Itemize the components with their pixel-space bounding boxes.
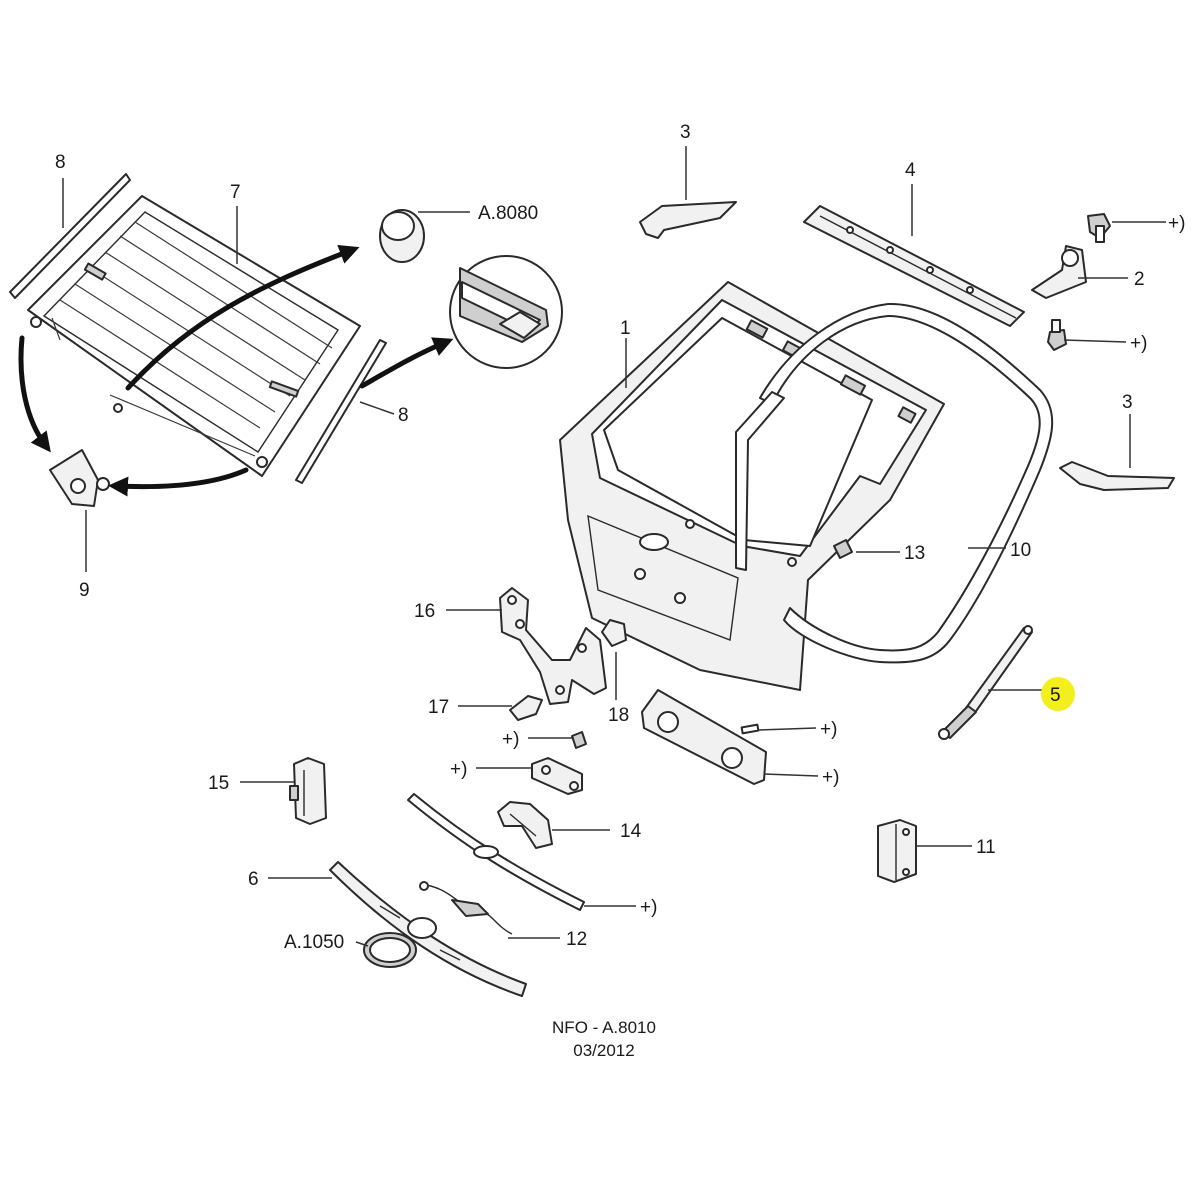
plus-note-5: +) — [820, 719, 837, 740]
leader-lines — [62, 146, 1166, 947]
callout-1: 1 — [620, 318, 631, 339]
side-trim-right[interactable] — [1059, 461, 1175, 491]
callout-4: 4 — [905, 160, 916, 181]
rubber-bumper-18[interactable] — [601, 619, 627, 647]
brand-badge[interactable] — [363, 932, 417, 968]
arrow-strip-to-detail — [359, 337, 454, 389]
callout-10: 10 — [1010, 540, 1031, 561]
callout-8-lower: 8 — [398, 405, 409, 426]
callout-13: 13 — [904, 543, 925, 564]
tailgate-weatherstrip[interactable] — [759, 302, 1054, 664]
rubber-bumper-17[interactable] — [509, 695, 543, 721]
arrow-glass-to-bracket — [18, 335, 51, 453]
ref-a1050: A.1050 — [284, 932, 344, 953]
callout-9: 9 — [79, 580, 90, 601]
upper-trim-panel[interactable] — [803, 205, 1025, 327]
callout-3-right: 3 — [1122, 392, 1133, 413]
latch-bracket[interactable] — [497, 801, 553, 849]
tailgate-handle[interactable] — [289, 757, 327, 825]
tailgate-hinge[interactable] — [1031, 245, 1087, 299]
grommet[interactable] — [379, 209, 425, 263]
striker-bracket[interactable] — [877, 819, 917, 883]
callout-11: 11 — [976, 837, 996, 858]
seal-detail-view — [449, 255, 563, 369]
retaining-clip[interactable] — [833, 539, 853, 559]
corner-bracket[interactable] — [49, 449, 110, 507]
plus-note-3: +) — [502, 729, 519, 750]
wiring-harness[interactable] — [419, 881, 513, 935]
arrow-glass-to-grommet — [125, 244, 360, 391]
licence-backing-panel[interactable] — [641, 689, 767, 785]
plus-note-1: +) — [1168, 213, 1185, 234]
diagram-date: 03/2012 — [573, 1041, 634, 1060]
callout-15: 15 — [208, 773, 229, 794]
plus-note-7: +) — [640, 897, 657, 918]
tailgate-moulding[interactable] — [329, 861, 527, 997]
plus-note-6: +) — [822, 767, 839, 788]
callout-12: 12 — [566, 929, 587, 950]
callout-14: 14 — [620, 821, 642, 842]
callout-7: 7 — [230, 182, 241, 203]
callout-8-upper: 8 — [55, 152, 66, 173]
diagram-code: NFO - A.8010 — [552, 1018, 656, 1037]
callout-5-highlight — [1041, 677, 1075, 711]
moulding-strip-lower[interactable] — [295, 339, 387, 484]
side-trim-left[interactable] — [639, 201, 737, 239]
clip-small[interactable] — [571, 731, 587, 749]
weatherstrip-inner — [735, 391, 785, 571]
callout-16: 16 — [414, 601, 435, 622]
callout-3-upper: 3 — [680, 122, 691, 143]
rear-window-glass[interactable] — [27, 195, 361, 477]
arrow-glass-to-bracket-lower — [108, 467, 249, 497]
callout-2: 2 — [1134, 269, 1145, 290]
callout-17: 17 — [428, 697, 449, 718]
callout-5: 5 — [1050, 685, 1061, 706]
mounting-bracket[interactable] — [499, 587, 607, 705]
lower-trim-strip[interactable] — [407, 793, 585, 911]
ref-a8080: A.8080 — [478, 203, 538, 224]
callout-18: 18 — [608, 705, 629, 726]
callout-6: 6 — [248, 869, 259, 890]
hinge-bolt-lower[interactable] — [1047, 319, 1067, 351]
oval-bracket[interactable] — [531, 757, 583, 795]
gas-strut[interactable] — [938, 625, 1033, 740]
hinge-bolt-upper[interactable] — [1087, 213, 1111, 243]
plus-note-4: +) — [450, 759, 467, 780]
panel-screw[interactable] — [740, 723, 760, 735]
moulding-strip-upper[interactable] — [9, 173, 131, 299]
plus-note-2: +) — [1130, 333, 1147, 354]
